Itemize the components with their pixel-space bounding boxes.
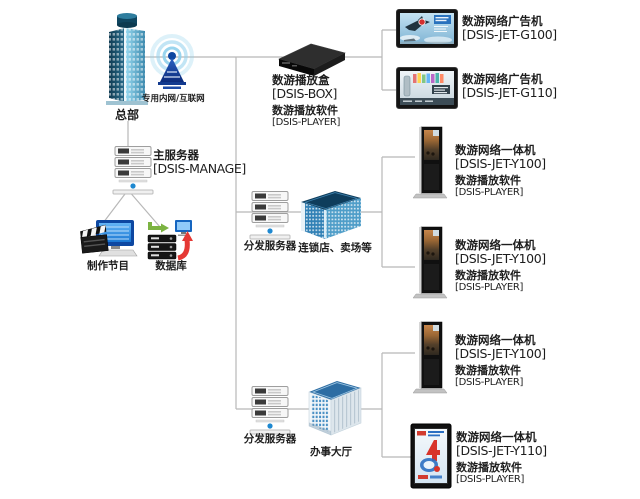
main-server-model: [DSIS-MANAGE] xyxy=(153,161,246,176)
ad-g110-label: 数游网络广告机 [DSIS-JET-G110] xyxy=(462,73,557,100)
kiosk-2-model: [DSIS-JET-Y100] xyxy=(455,251,546,266)
kiosk-2-name: 数游网络一体机 xyxy=(455,238,536,252)
player-box-name: 数游播放盒 xyxy=(272,73,330,87)
player-box-software-model: [DSIS-PLAYER] xyxy=(272,117,341,128)
player-box-icon xyxy=(276,38,348,78)
ad-g100-model: [DSIS-JET-G100] xyxy=(462,27,557,42)
kiosk-1-model: [DSIS-JET-Y100] xyxy=(455,156,546,171)
hq-label: 总部 xyxy=(114,108,139,122)
kiosk-3-icon xyxy=(413,321,449,395)
ad-display-g110-icon xyxy=(396,67,458,109)
network-label: 专用内网/互联网 xyxy=(142,94,205,104)
kiosk-3-model: [DSIS-JET-Y100] xyxy=(455,346,546,361)
player-box-software: 数游播放软件 xyxy=(272,104,338,117)
main-server-label: 主服务器 [DSIS-MANAGE] xyxy=(153,149,246,176)
poster-display-y110-icon xyxy=(410,423,452,489)
kiosk-2-icon xyxy=(413,226,449,300)
poster-y110-model: [DSIS-JET-Y110] xyxy=(456,443,547,458)
kiosk-2-label: 数游网络一体机 [DSIS-JET-Y100] 数游播放软件 [DSIS-PLA… xyxy=(455,238,546,294)
main-server-name: 主服务器 xyxy=(153,148,199,162)
hall-building-icon xyxy=(305,375,365,439)
antenna-icon xyxy=(146,34,198,92)
dist-server-1-label: 分发服务器 xyxy=(243,240,297,252)
kiosk-3-name: 数游网络一体机 xyxy=(455,333,536,347)
kiosk-3-software: 数游播放软件 xyxy=(455,364,521,377)
ad-g110-model: [DSIS-JET-G110] xyxy=(462,85,557,100)
headquarters-building-icon xyxy=(104,12,150,106)
poster-y110-software: 数游播放软件 xyxy=(456,461,522,474)
main-server-icon xyxy=(110,146,156,196)
ad-display-g100-icon xyxy=(396,9,458,48)
distribution-server-2-icon xyxy=(247,386,293,436)
ad-g110-name: 数游网络广告机 xyxy=(462,72,543,86)
store-label: 连锁店、卖场等 xyxy=(298,242,372,254)
database-icon xyxy=(142,219,196,261)
ad-g100-name: 数游网络广告机 xyxy=(462,14,543,28)
kiosk-2-software: 数游播放软件 xyxy=(455,269,521,282)
kiosk-3-software-model: [DSIS-PLAYER] xyxy=(455,377,524,388)
kiosk-1-label: 数游网络一体机 [DSIS-JET-Y100] 数游播放软件 [DSIS-PLA… xyxy=(455,143,546,199)
database-label: 数据库 xyxy=(155,260,187,272)
kiosk-1-software-model: [DSIS-PLAYER] xyxy=(455,187,524,198)
kiosk-1-name: 数游网络一体机 xyxy=(455,143,536,157)
poster-y110-name: 数游网络一体机 xyxy=(456,430,537,444)
kiosk-1-software: 数游播放软件 xyxy=(455,174,521,187)
kiosk-2-software-model: [DSIS-PLAYER] xyxy=(455,282,524,293)
player-box-label: 数游播放盒 [DSIS-BOX] 数游播放软件 [DSIS-PLAYER] xyxy=(272,73,341,129)
player-box-model: [DSIS-BOX] xyxy=(272,86,337,101)
poster-y110-label: 数游网络一体机 [DSIS-JET-Y110] 数游播放软件 [DSIS-PLA… xyxy=(456,430,547,486)
kiosk-1-icon xyxy=(413,126,449,200)
hall-label: 办事大厅 xyxy=(310,446,352,458)
store-building-icon xyxy=(299,189,363,241)
program-production-icon xyxy=(80,219,138,259)
ad-g100-label: 数游网络广告机 [DSIS-JET-G100] xyxy=(462,15,557,42)
poster-y110-software-model: [DSIS-PLAYER] xyxy=(456,474,525,485)
distribution-server-1-icon xyxy=(247,191,293,241)
kiosk-3-label: 数游网络一体机 [DSIS-JET-Y100] 数游播放软件 [DSIS-PLA… xyxy=(455,333,546,389)
production-label: 制作节目 xyxy=(87,260,129,272)
dist-server-2-label: 分发服务器 xyxy=(243,433,297,445)
